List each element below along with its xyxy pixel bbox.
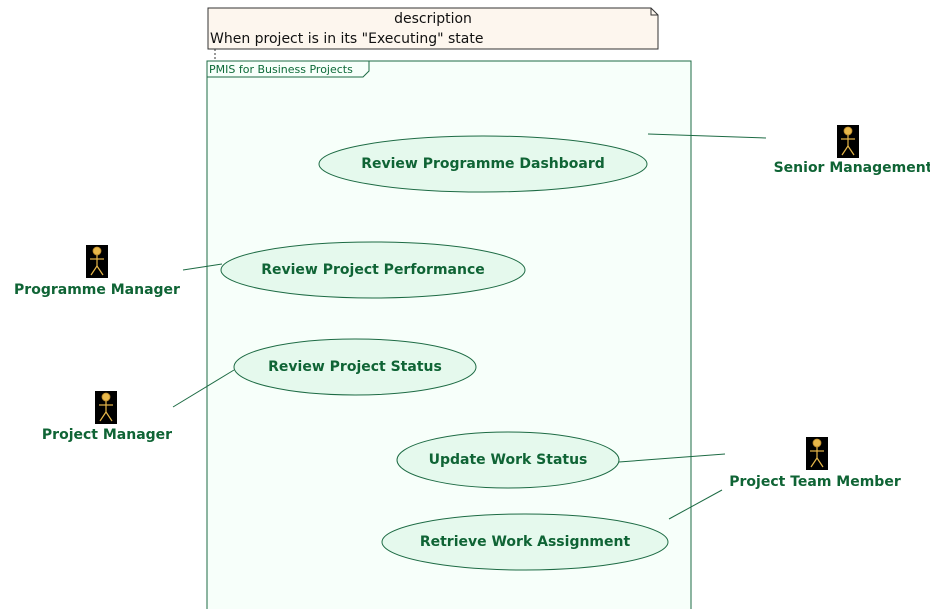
usecase-label[interactable]: Review Project Performance <box>261 262 485 278</box>
usecase-review-project-status[interactable] <box>233 338 477 396</box>
usecase-review-programme-dashboard[interactable] <box>318 135 648 193</box>
usecase-retrieve-work-assignment[interactable] <box>381 513 669 571</box>
system-name-tab <box>207 60 370 78</box>
note-body: When project is in its "Executing" state <box>210 31 484 47</box>
note-corner-fold <box>650 8 658 16</box>
actor-icon-project-manager[interactable] <box>94 390 118 425</box>
association-programme-manager-performance <box>182 263 223 271</box>
actor-label-project-manager: Project Manager <box>41 427 173 443</box>
actor-label-project-team-member: Project Team Member <box>729 474 901 490</box>
actor-icon-senior-management[interactable] <box>836 124 860 159</box>
usecase-label[interactable]: Update Work Status <box>428 452 588 468</box>
usecase-label[interactable]: Retrieve Work Assignment <box>419 534 631 550</box>
actor-label-senior-management: Senior Management <box>773 160 930 176</box>
association-team-member-retrieve <box>668 489 723 520</box>
actor-icon-programme-manager[interactable] <box>85 244 109 279</box>
note-title: description <box>394 11 472 27</box>
system-name: PMIS for Business Projects <box>209 63 353 76</box>
association-senior-management-dashboard <box>647 133 767 139</box>
association-team-member-update <box>618 453 726 463</box>
usecase-update-work-status[interactable] <box>396 431 620 489</box>
actor-icon-project-team-member[interactable] <box>805 436 829 471</box>
usecase-label[interactable]: Review Project Status <box>268 359 442 375</box>
association-project-manager-status <box>172 369 235 408</box>
actor-label-programme-manager: Programme Manager <box>14 282 180 298</box>
note-box[interactable] <box>207 7 659 50</box>
usecase-label[interactable]: Review Programme Dashboard <box>361 156 605 172</box>
usecase-review-project-performance[interactable] <box>220 241 526 299</box>
